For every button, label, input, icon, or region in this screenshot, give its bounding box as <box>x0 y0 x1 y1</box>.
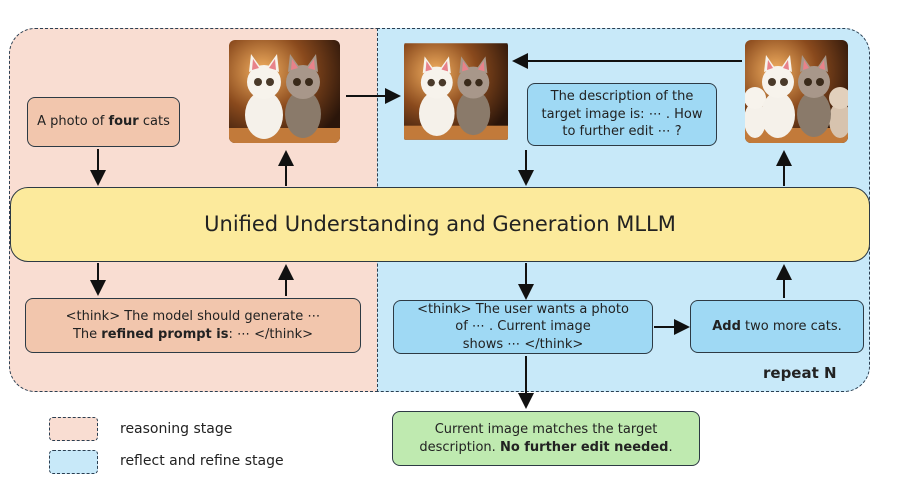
four-cats-image <box>745 40 848 143</box>
think2-line: of ⋯ . Current image <box>455 319 591 335</box>
think2-line: <think> The user wants a photo <box>417 301 629 317</box>
mllm-label: Unified Understanding and Generation MLL… <box>204 212 676 237</box>
mllm-bar: Unified Understanding and Generation MLL… <box>10 187 870 262</box>
edit-text: Add two more cats. <box>712 318 842 334</box>
two-cats-image <box>404 40 508 143</box>
final-check-box: Current image matches the target descrip… <box>392 411 700 466</box>
legend-label-reflect: reflect and refine stage <box>120 453 284 469</box>
question-line: target image is: ⋯ . How <box>541 106 703 122</box>
repeat-label: repeat N <box>763 364 837 382</box>
prompt-box: A photo of four cats <box>27 97 180 147</box>
question-line: The description of the <box>550 89 694 105</box>
legend-swatch-reasoning <box>49 417 98 441</box>
think2-line: shows ⋯ </think> <box>462 336 584 352</box>
prompt-text: A photo of four cats <box>37 114 170 130</box>
legend-swatch-reflect <box>49 450 98 474</box>
think1-line2: The refined prompt is: ⋯ </think> <box>72 326 314 342</box>
edit-instruction-box: Add two more cats. <box>690 300 864 353</box>
question-line: to further edit ⋯ ? <box>562 124 682 140</box>
think-box-reasoning: <think> The model should generate ⋯ The … <box>25 298 361 353</box>
question-box: The description of the target image is: … <box>527 83 717 146</box>
think1-line1: <think> The model should generate ⋯ <box>65 308 321 324</box>
final-line1: Current image matches the target <box>434 421 658 437</box>
think-box-reflect: <think> The user wants a photo of ⋯ . Cu… <box>393 300 653 354</box>
legend-label-reasoning: reasoning stage <box>120 421 233 437</box>
final-line2: description. No further edit needed. <box>419 439 673 455</box>
two-cats-image <box>229 40 340 143</box>
